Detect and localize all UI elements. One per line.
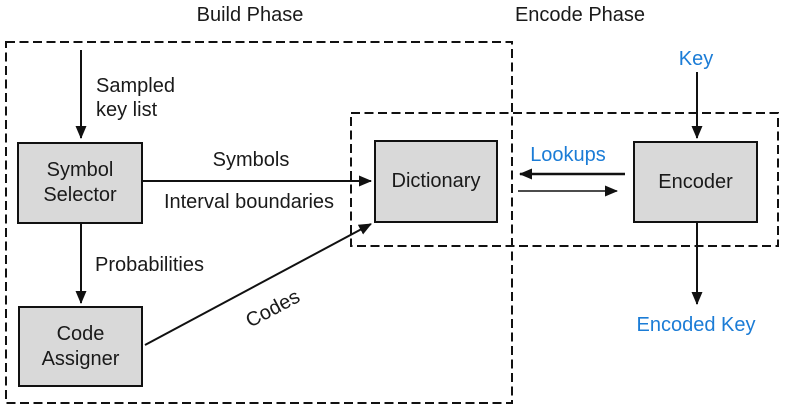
node-code-assigner: Code Assigner (18, 306, 143, 387)
node-encoder: Encoder (633, 141, 758, 223)
label-interval-boundaries: Interval boundaries (163, 191, 335, 213)
encode-phase-title: Encode Phase (514, 4, 646, 26)
label-sampled-key-list: Sampled key list (96, 75, 175, 121)
label-lookups: Lookups (530, 144, 606, 166)
build-phase-title: Build Phase (196, 4, 304, 26)
label-symbols: Symbols (212, 149, 290, 171)
arrow-codes (144, 223, 372, 346)
node-dictionary: Dictionary (374, 140, 498, 223)
label-probabilities: Probabilities (95, 254, 204, 276)
encode-phase-boundary (350, 112, 779, 247)
node-symbol-selector: Symbol Selector (17, 142, 143, 224)
build-phase-boundary (5, 41, 513, 404)
label-encoded-key: Encoded Key (636, 314, 756, 336)
label-key: Key (678, 48, 714, 70)
